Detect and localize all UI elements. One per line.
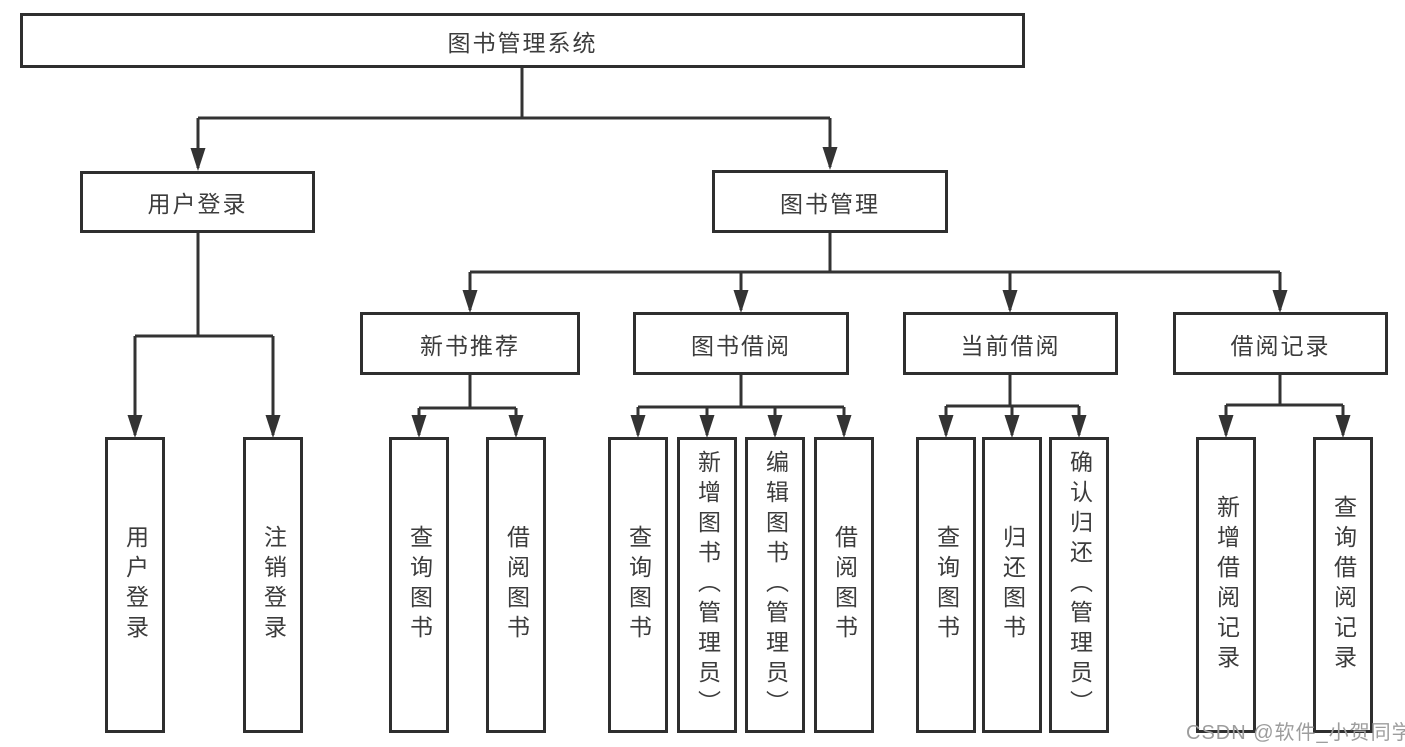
arrowhead-icon xyxy=(1218,415,1234,438)
arrowhead-icon xyxy=(836,415,852,438)
leaf-add-books-admin-label: 新增图书（管理员） xyxy=(694,450,721,720)
connector xyxy=(196,68,832,168)
leaf-edit-books-admin: 编辑图书（管理员） xyxy=(745,437,805,733)
node-book-borrow: 图书借阅 xyxy=(633,312,849,375)
arrowhead-icon xyxy=(190,148,206,171)
arrowhead-icon xyxy=(699,415,715,438)
node-user-login: 用户登录 xyxy=(80,171,315,233)
leaf-logout-label: 注销登录 xyxy=(260,525,287,645)
arrowhead-icon xyxy=(1002,290,1018,313)
leaf-confirm-return-admin: 确认归还（管理员） xyxy=(1049,437,1109,733)
watermark: CSDN @软件_小贺同学 xyxy=(1186,722,1405,744)
leaf-query-borrow-record-label: 查询借阅记录 xyxy=(1330,495,1357,675)
leaf-edit-books-admin-label: 编辑图书（管理员） xyxy=(762,450,789,720)
leaf-current-query-books-label: 查询图书 xyxy=(933,525,960,645)
leaf-add-borrow-record-label: 新增借阅记录 xyxy=(1213,495,1240,675)
leaf-borrow-query-books-label: 查询图书 xyxy=(625,525,652,645)
connector xyxy=(1224,375,1345,435)
connector xyxy=(944,375,1081,435)
arrowhead-icon xyxy=(767,415,783,438)
arrowhead-icon xyxy=(265,415,281,438)
arrowhead-icon xyxy=(822,147,838,170)
leaf-current-query-books: 查询图书 xyxy=(916,437,976,733)
connector xyxy=(636,375,846,435)
node-borrow-records: 借阅记录 xyxy=(1173,312,1388,375)
arrowhead-icon xyxy=(508,415,524,438)
connector xyxy=(468,233,1282,310)
arrowhead-icon xyxy=(411,415,427,438)
leaf-add-borrow-record: 新增借阅记录 xyxy=(1196,437,1256,733)
node-book-management: 图书管理 xyxy=(712,170,948,233)
connector-lines xyxy=(133,68,1345,435)
arrowhead-icon xyxy=(733,290,749,313)
node-new-book-recommend-label: 新书推荐 xyxy=(420,332,520,359)
node-root: 图书管理系统 xyxy=(20,13,1025,68)
arrowhead-icon xyxy=(630,415,646,438)
leaf-recommend-borrow-books-label: 借阅图书 xyxy=(503,525,530,645)
leaf-borrow-books: 借阅图书 xyxy=(814,437,874,733)
leaf-recommend-query-books: 查询图书 xyxy=(389,437,449,733)
leaf-recommend-borrow-books: 借阅图书 xyxy=(486,437,546,733)
leaf-user-login: 用户登录 xyxy=(105,437,165,733)
leaf-user-login-label: 用户登录 xyxy=(122,525,149,645)
leaf-return-books-label: 归还图书 xyxy=(999,525,1026,645)
arrowhead-icon xyxy=(1004,415,1020,438)
leaf-borrow-query-books: 查询图书 xyxy=(608,437,668,733)
arrowhead-icon xyxy=(1272,290,1288,313)
arrowhead-icon xyxy=(1071,415,1087,438)
arrowhead-icon xyxy=(127,415,143,438)
node-book-management-label: 图书管理 xyxy=(780,190,880,217)
leaf-query-borrow-record: 查询借阅记录 xyxy=(1313,437,1373,733)
node-new-book-recommend: 新书推荐 xyxy=(360,312,580,375)
leaf-add-books-admin: 新增图书（管理员） xyxy=(677,437,737,733)
connector xyxy=(133,233,275,435)
arrowhead-icon xyxy=(462,290,478,313)
node-current-borrow-label: 当前借阅 xyxy=(960,332,1061,359)
leaf-logout: 注销登录 xyxy=(243,437,303,733)
node-book-borrow-label: 图书借阅 xyxy=(691,332,791,359)
arrowhead-icon xyxy=(938,415,954,438)
connector xyxy=(417,375,518,435)
leaf-borrow-books-label: 借阅图书 xyxy=(831,525,858,645)
node-user-login-label: 用户登录 xyxy=(147,191,248,217)
arrowhead-icon xyxy=(1335,415,1351,438)
leaf-return-books: 归还图书 xyxy=(982,437,1042,733)
node-root-label: 图书管理系统 xyxy=(447,29,598,56)
node-borrow-records-label: 借阅记录 xyxy=(1230,332,1331,359)
leaf-confirm-return-admin-label: 确认归还（管理员） xyxy=(1066,450,1093,720)
leaf-recommend-query-books-label: 查询图书 xyxy=(406,525,433,645)
node-current-borrow: 当前借阅 xyxy=(903,312,1118,375)
